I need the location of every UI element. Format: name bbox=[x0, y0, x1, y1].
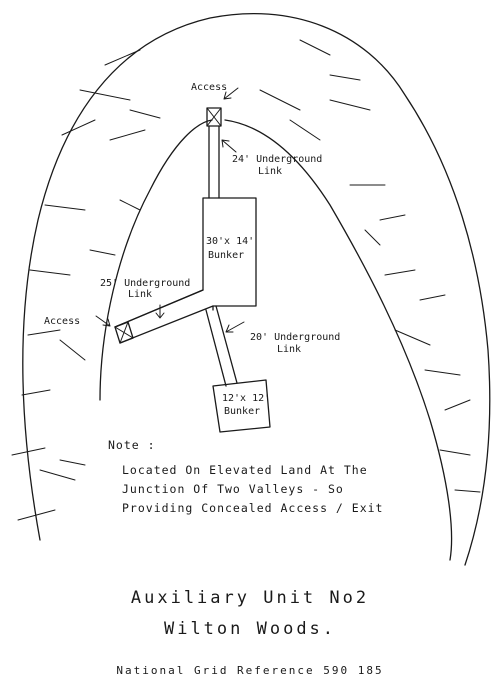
note-line-3: Providing Concealed Access / Exit bbox=[122, 501, 384, 515]
link-20-label-line1: 20' Underground bbox=[250, 332, 341, 343]
small-bunker-label: Bunker bbox=[224, 406, 261, 417]
link-25-label-line1: 25' Underground bbox=[100, 278, 191, 289]
link-25-arrow bbox=[155, 304, 165, 319]
top-access-arrow bbox=[223, 87, 239, 100]
link-20-tunnel bbox=[205, 305, 238, 387]
main-bunker-label: Bunker bbox=[208, 250, 245, 261]
left-hatching bbox=[11, 49, 161, 521]
title-line-1: Auxiliary Unit No2 bbox=[130, 588, 370, 608]
link-20-label-line2: Link bbox=[277, 344, 302, 355]
link-24-label-line1: 24' Underground bbox=[232, 154, 323, 165]
top-access-cross bbox=[206, 107, 222, 127]
valley-inner-contour bbox=[99, 119, 453, 561]
link-25-tunnel bbox=[114, 289, 214, 344]
link-25-label-line2: Link bbox=[128, 289, 153, 300]
note-line-1: Located On Elevated Land At The bbox=[122, 463, 368, 477]
right-hatching bbox=[259, 39, 481, 493]
note-line-2: Junction Of Two Valleys - So bbox=[122, 482, 344, 496]
link-24-tunnel bbox=[208, 125, 220, 199]
small-bunker-size: 12'x 12' bbox=[222, 393, 271, 404]
small-bunker-outline bbox=[212, 379, 271, 433]
link-24-label-line2: Link bbox=[258, 166, 283, 177]
link-20-arrow bbox=[225, 321, 245, 333]
valley-outer-contour bbox=[22, 12, 491, 566]
top-access-label: Access bbox=[191, 82, 228, 93]
main-bunker-outline bbox=[114, 197, 257, 328]
top-access-hatch bbox=[206, 107, 222, 127]
link-24-arrow bbox=[221, 139, 237, 153]
main-bunker-size: 30'x 14' bbox=[206, 236, 255, 247]
left-access-arrow bbox=[95, 315, 111, 327]
left-access-label: Access bbox=[44, 316, 81, 327]
title-line-2: Wilton Woods. bbox=[163, 619, 337, 639]
left-access-cross bbox=[114, 321, 134, 344]
note-heading: Note : bbox=[108, 438, 156, 452]
grid-reference: National Grid Reference 590 185 bbox=[116, 664, 384, 677]
